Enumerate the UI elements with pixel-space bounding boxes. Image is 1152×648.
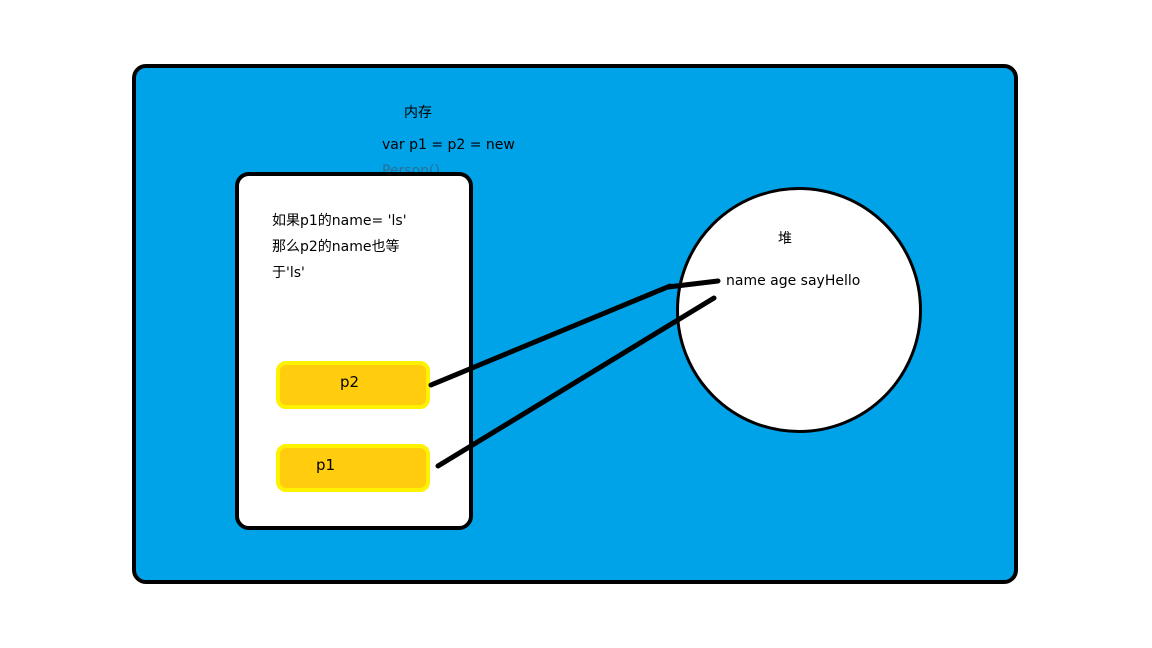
heap-title: 堆 [778, 231, 792, 247]
p2-variable-box [276, 361, 430, 409]
p2-variable-label: p2 [340, 373, 360, 391]
p1-variable-label: p1 [316, 456, 336, 474]
stack-note-line-3: 于'ls' [272, 265, 305, 281]
stack-note-line-1: 如果p1的name= 'ls' [272, 213, 407, 229]
memory-title: 内存 [404, 105, 432, 121]
stack-note-line-2: 那么p2的name也等 [272, 239, 400, 255]
heap-region [676, 187, 922, 433]
code-line-1: var p1 = p2 = new [382, 137, 515, 153]
heap-object-members: name age sayHello [726, 273, 861, 289]
p1-variable-box [276, 444, 430, 492]
